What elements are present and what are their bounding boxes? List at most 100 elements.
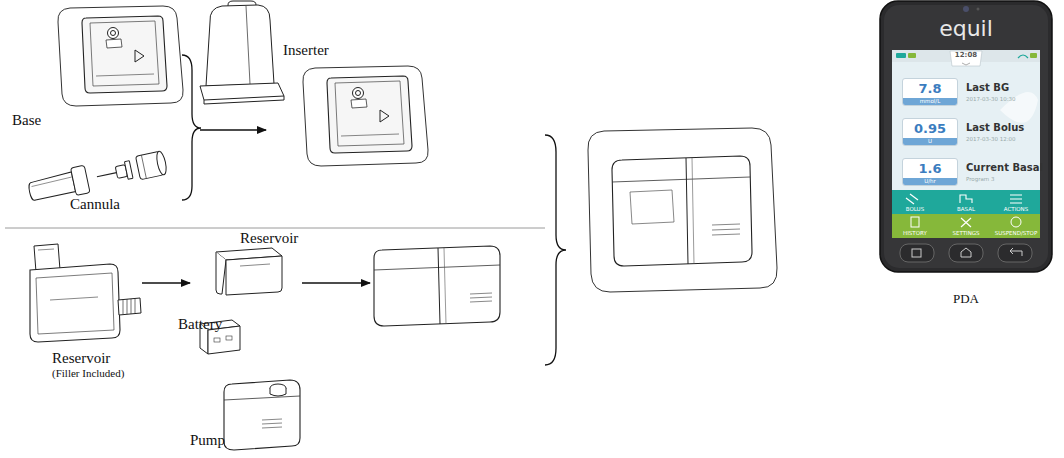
final-assembly-illustration-part — [712, 224, 740, 235]
pda-device-part — [962, 63, 970, 65]
pda-device-part — [977, 8, 980, 11]
final-assembly-illustration — [588, 128, 777, 292]
pda-device-part — [896, 53, 906, 58]
assembly-arrow-part — [142, 282, 190, 283]
bracket-part — [545, 135, 566, 365]
assembled-pump-illustration-part — [374, 246, 500, 326]
unit-text: mmol/L — [903, 98, 957, 105]
pump-illustration-part — [224, 380, 300, 450]
pda-device-part — [960, 195, 972, 203]
bracket — [182, 55, 201, 200]
assembled-pump-illustration-part — [374, 265, 500, 270]
base-illustration — [58, 6, 183, 106]
pda-device-part — [1018, 55, 1028, 58]
value-text: 0.95 — [914, 122, 946, 135]
pda-device-part — [1010, 195, 1022, 203]
cannula-illustration-part — [30, 172, 75, 200]
assembled-pump-illustration-part — [444, 248, 446, 324]
reservoir-illustration-part — [216, 252, 226, 294]
brand-logo: equil — [939, 17, 993, 41]
pda-device-part — [963, 6, 969, 12]
pda-device-part — [906, 194, 918, 204]
pda-device-part — [1011, 217, 1021, 227]
final-assembly-illustration-part — [630, 190, 674, 224]
screen-title: Last BG — [966, 82, 1009, 93]
menu-label: HISTORY — [903, 230, 927, 236]
pda-device-part — [912, 249, 921, 257]
part-label: Reservoir — [52, 350, 110, 367]
base-with-cannula-illustration — [303, 66, 428, 166]
cannula-illustration-part — [155, 150, 168, 175]
pda-device-part — [884, 5, 1048, 268]
pump-illustration-part — [262, 419, 282, 428]
assembled-pump-illustration-part — [438, 248, 440, 324]
bracket-part — [182, 55, 201, 200]
assembled-pump-illustration — [374, 246, 500, 326]
inserter-illustration-part — [206, 5, 274, 86]
value-text: 1.6 — [918, 162, 941, 175]
base-illustration-part — [58, 6, 183, 106]
pda-device-part — [961, 218, 971, 227]
final-assembly-illustration-part — [612, 156, 752, 266]
pda-device-part — [908, 53, 916, 58]
pda-device-part — [911, 217, 919, 227]
assembly-arrow-part — [302, 282, 370, 283]
battery-illustration-part — [214, 338, 220, 342]
unit-text: U/hr — [903, 178, 957, 185]
cannula-illustration-part — [31, 177, 72, 187]
screen-subtext: Program 3 — [966, 176, 994, 182]
pda-device-part — [961, 248, 971, 257]
cannula-illustration-part — [141, 155, 146, 178]
reservoir-filler-illustration-part — [118, 298, 141, 315]
reservoir-illustration-part — [240, 264, 270, 266]
pump-illustration-part — [270, 388, 286, 396]
cannula-illustration-part — [97, 173, 117, 177]
pda-device-part — [880, 1, 1052, 272]
screen-title: Current Basal — [966, 162, 1043, 173]
final-assembly-illustration-part — [588, 128, 777, 292]
reservoir-filler-illustration-part — [123, 298, 135, 314]
pda-device-part — [949, 244, 983, 262]
value-text: 7.8 — [918, 82, 941, 95]
bracket — [545, 135, 566, 365]
assembled-pump-illustration-part — [470, 293, 492, 302]
menu-label: ACTIONS — [1004, 206, 1028, 212]
reservoir-filler-illustration-part — [36, 273, 114, 334]
pda-device-part — [900, 244, 934, 262]
pump-illustration — [224, 380, 300, 450]
assembly-arrow — [142, 283, 190, 284]
clock-text: 12:08 — [955, 52, 977, 60]
menu-label: BASAL — [957, 206, 975, 212]
divider-line-part — [5, 228, 545, 229]
part-label: Inserter — [283, 42, 329, 59]
reservoir-illustration-part — [226, 256, 282, 295]
pda-device-part — [1030, 53, 1037, 58]
pda-device-part — [892, 190, 1040, 214]
pda-device — [880, 1, 1052, 272]
screen-date: 2017-03-30 10:30 — [966, 96, 1016, 102]
pda-device-part — [892, 214, 1040, 238]
inserter-illustration-part — [204, 96, 284, 104]
part-label: Battery — [178, 316, 222, 333]
inserter-illustration — [200, 1, 284, 104]
pump-illustration-part — [224, 396, 300, 400]
final-assembly-illustration-part — [612, 177, 750, 182]
value-badge: 1.6U/hr — [902, 158, 958, 186]
value-badge: 7.8 mmol/L — [902, 78, 958, 106]
part-label: Base — [12, 112, 41, 129]
inserter-illustration-part — [246, 6, 250, 84]
screen-title: Last Bolus — [966, 122, 1024, 133]
device-label: PDA — [953, 292, 979, 306]
menu-label: BOLUS — [906, 206, 924, 212]
reservoir-filler-illustration — [30, 244, 141, 342]
pda-device-part — [892, 50, 1040, 238]
cannula-illustration-part — [124, 161, 133, 180]
cannula-illustration-part — [71, 165, 91, 195]
screen-date: 2017-03-30 12:00 — [966, 136, 1016, 142]
part-label: Cannula — [70, 196, 120, 213]
menu-label: SETTINGS — [952, 230, 979, 236]
unit-text: U — [903, 138, 957, 145]
reservoir-filler-illustration-part — [50, 297, 98, 300]
